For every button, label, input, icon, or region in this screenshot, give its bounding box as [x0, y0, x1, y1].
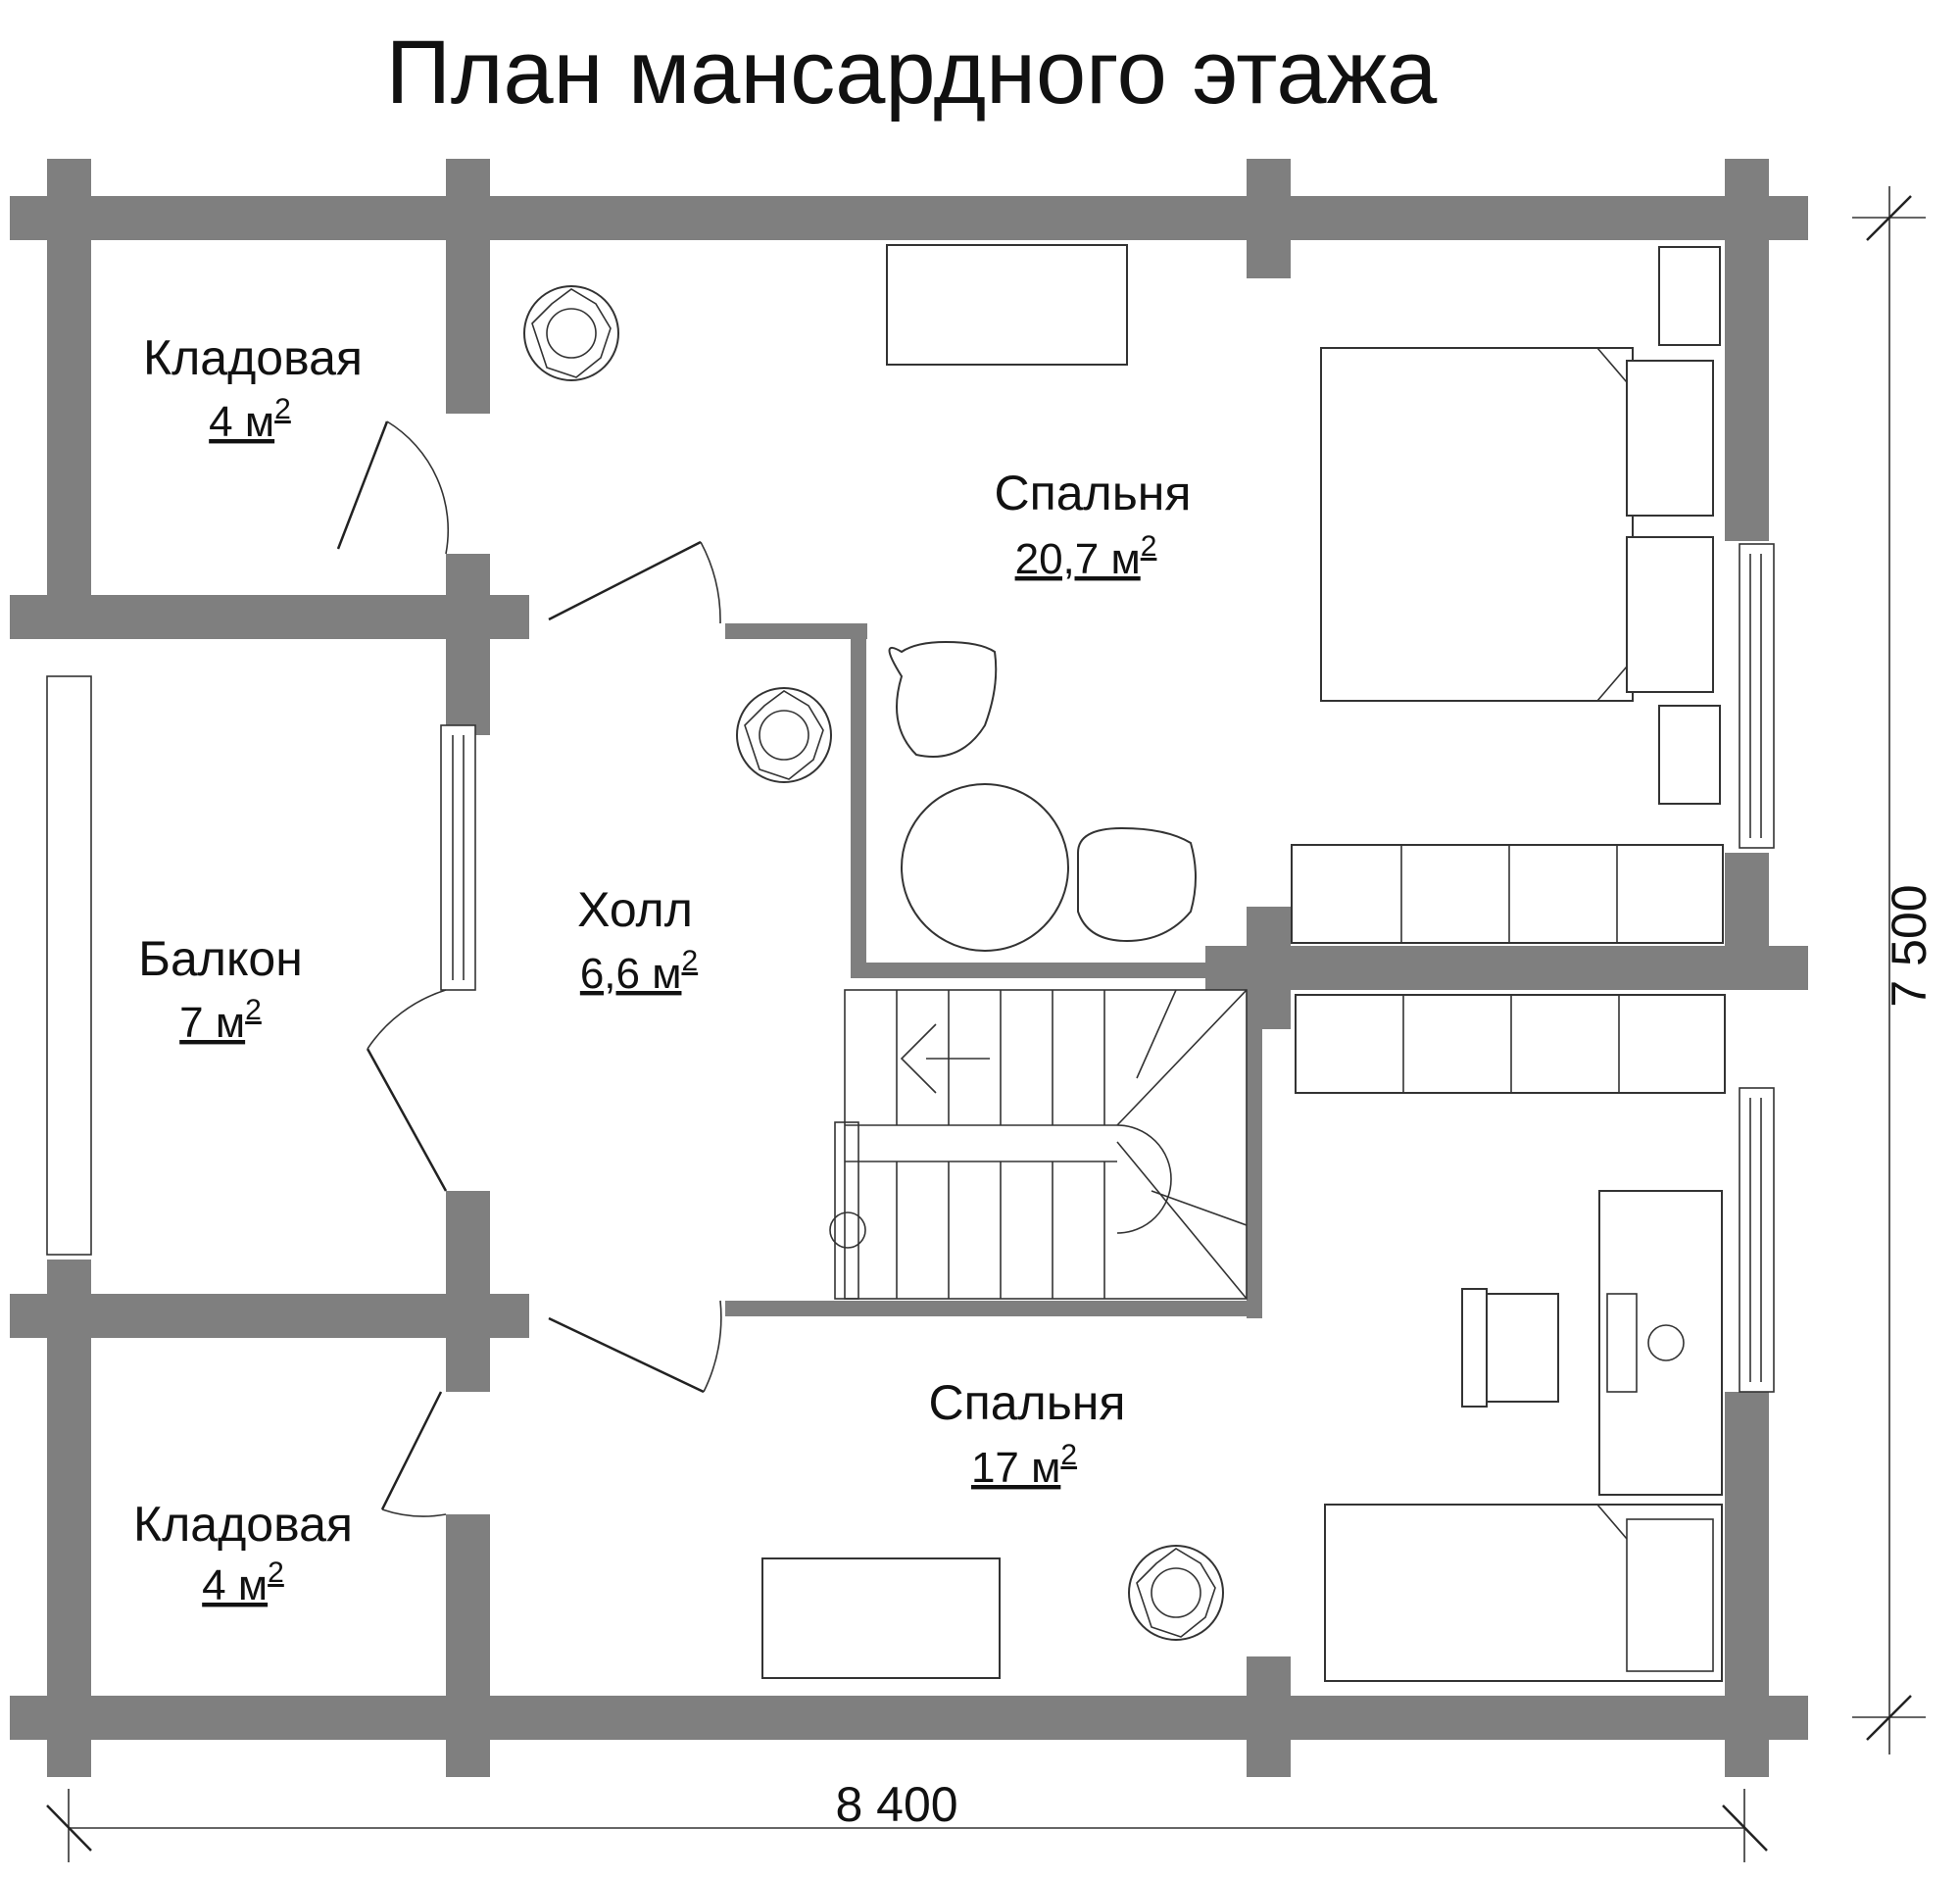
windows: [440, 543, 1775, 1393]
plant-icons: [523, 285, 1224, 1641]
furniture: [761, 244, 1726, 1682]
room-name-hall: Холл: [577, 882, 693, 937]
room-area-bedroom-bottom: 17 м2: [971, 1439, 1077, 1492]
dimension-width: 8 400: [835, 1777, 957, 1832]
room-area-storage-top: 4 м2: [209, 393, 291, 446]
dimension-height: 7 500: [1882, 884, 1936, 1007]
room-name-bedroom-top: Спальня: [995, 466, 1192, 520]
room-area-storage-bottom: 4 м2: [202, 1557, 284, 1609]
staircase: [829, 989, 1248, 1300]
plant-icon: [736, 687, 832, 783]
dimension-lines: 8 400 7 500: [46, 186, 1936, 1862]
plan-title: План мансардного этажа: [386, 23, 1438, 123]
balcony-edge: [46, 675, 92, 1256]
room-area-bedroom-top: 20,7 м2: [1015, 530, 1157, 583]
room-name-balcony: Балкон: [138, 931, 303, 986]
room-name-bedroom-bottom: Спальня: [929, 1375, 1126, 1430]
room-area-balcony: 7 м2: [179, 994, 262, 1047]
room-area-hall: 6,6 м2: [580, 945, 698, 998]
room-name-storage-top: Кладовая: [143, 330, 363, 385]
room-name-storage-bottom: Кладовая: [133, 1497, 353, 1552]
plant-icon: [523, 285, 619, 381]
room-labels: Кладовая 4 м2 Спальня 20,7 м2 Холл 6,6 м…: [133, 330, 1191, 1609]
walls: [10, 159, 1808, 1777]
doors: [336, 420, 722, 1517]
plant-icon: [1128, 1545, 1224, 1641]
